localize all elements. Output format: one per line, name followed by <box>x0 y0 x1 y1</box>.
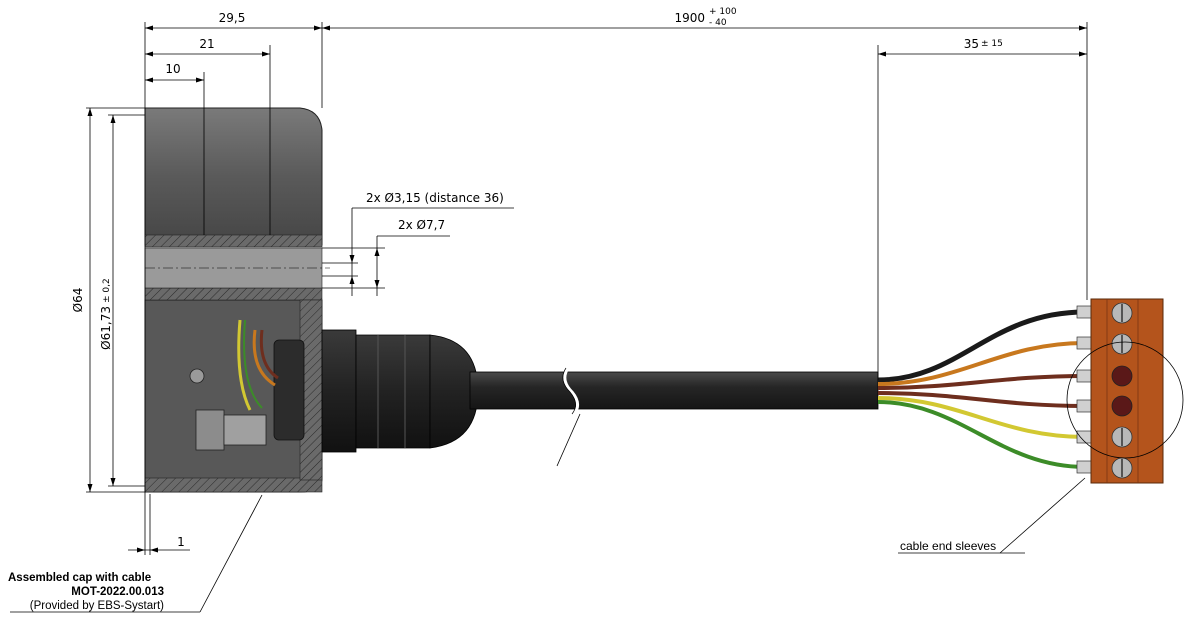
title-block: Assembled cap with cable MOT-2022.00.013… <box>8 572 164 612</box>
dimension-labels: 29,5 21 10 1 1900 + 100 - 40 35 ± 15 Ø64… <box>71 7 1003 553</box>
cable-gland <box>321 329 479 453</box>
title-line-3: (Provided by EBS-Systart) <box>30 600 164 612</box>
cable-end-sleeves <box>1076 305 1092 474</box>
cable <box>469 367 879 467</box>
dimension-lines <box>10 22 1088 613</box>
title-line-2: MOT-2022.00.013 <box>71 586 164 598</box>
dim-cable-tol-minus: - 40 <box>709 18 727 28</box>
wire-brown-2 <box>877 391 1086 408</box>
dim-cable-length: 1900 <box>674 11 705 25</box>
wire-yellow <box>877 396 1086 439</box>
dim-strip-tol: ± 15 <box>981 39 1003 49</box>
dim-cable-tol-plus: + 100 <box>709 7 737 17</box>
wire-orange <box>877 341 1086 386</box>
callout-sleeves: cable end sleeves <box>900 539 996 553</box>
dim-overall-width: 29,5 <box>219 11 246 25</box>
arrowheads <box>87 25 1087 553</box>
cap-housing <box>144 107 330 493</box>
title-line-1: Assembled cap with cable <box>8 572 151 584</box>
dim-width-1: 1 <box>177 535 185 549</box>
callout-hole-large: 2x Ø7,7 <box>398 218 445 232</box>
wire-black <box>877 309 1086 383</box>
wire-green <box>877 400 1086 469</box>
dim-diameter-outer: Ø64 <box>71 288 85 313</box>
detail-circle <box>1066 341 1184 459</box>
dim-diameter-inner-tol: ± 0,2 <box>102 278 112 303</box>
terminal-block <box>1090 298 1164 484</box>
wire-brown-1 <box>877 374 1086 390</box>
dim-width-21: 21 <box>199 37 214 51</box>
dim-width-10: 10 <box>165 62 180 76</box>
terminal-screw <box>1111 302 1133 479</box>
dim-strip-length: 35 <box>964 37 979 51</box>
wire-bundle <box>877 309 1086 469</box>
dim-diameter-inner: Ø61,73 <box>99 306 113 350</box>
callout-hole-small: 2x Ø3,15 (distance 36) <box>366 191 504 205</box>
